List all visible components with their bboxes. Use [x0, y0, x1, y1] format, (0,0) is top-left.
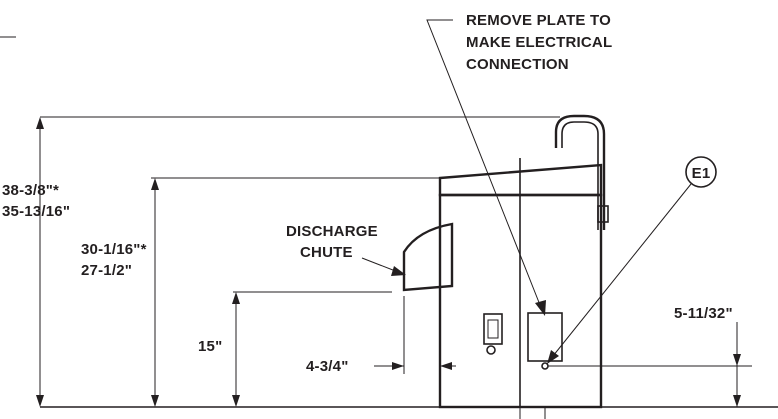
remove-plate-leader — [426, 19, 546, 316]
overall-height-label-line-2: 35-13/16" — [2, 203, 70, 220]
chute-height-arrow-bottom — [232, 395, 240, 407]
e1-circle — [685, 156, 717, 188]
chute-height-dimension — [232, 291, 392, 407]
switch-rocker — [487, 319, 499, 339]
switch-knob — [486, 345, 496, 355]
chute-body — [402, 222, 454, 292]
switch-housing — [483, 313, 503, 345]
spout-valve — [597, 205, 609, 223]
body-height-arrow-top — [151, 178, 159, 190]
electrical-height-label: 5-11/32" — [674, 305, 733, 322]
body-height-label-line-1: 30-1/16"* — [81, 241, 147, 258]
chute-arrowhead — [391, 266, 406, 276]
spout-outer — [554, 114, 606, 230]
discharge-chute-label-line-1: DISCHARGE — [286, 223, 378, 240]
remove-plate-label-line-1: REMOVE PLATE TO — [466, 12, 611, 29]
chute-offset-arrow-left — [392, 362, 404, 370]
machine-body — [438, 158, 603, 419]
remove-plate-leader-line — [426, 19, 541, 306]
e1-label: E1 — [692, 165, 711, 182]
remove-plate-arrowhead — [535, 300, 546, 316]
electrical-height-arrow-bottom — [733, 395, 741, 407]
body-height-label-line-2: 27-1/2" — [81, 262, 132, 279]
electrical-height-dimension — [548, 322, 752, 407]
e1-arrowhead — [547, 350, 559, 364]
chute-offset-label: 4-3/4" — [306, 358, 349, 375]
discharge-chute-leader — [361, 257, 406, 276]
remove-plate-label-line-2: MAKE ELECTRICAL — [466, 34, 612, 51]
chute-leader-line — [361, 257, 399, 273]
discharge-chute-label-line-2: CHUTE — [300, 244, 353, 261]
remove-plate-label-line-3: CONNECTION — [466, 56, 569, 73]
e1-callout — [547, 156, 717, 364]
overall-height-dimension — [36, 116, 560, 407]
toggle-switch — [483, 313, 503, 355]
body-height-arrow-bottom — [151, 395, 159, 407]
top-cover — [438, 163, 603, 197]
discharge-chute — [402, 222, 454, 292]
overall-height-arrow-bottom — [36, 395, 44, 407]
chute-height-label: 15" — [198, 338, 222, 355]
chute-offset-arrow-right — [440, 362, 452, 370]
plate-outline — [527, 312, 563, 362]
e1-leader-line — [552, 183, 692, 357]
overall-height-arrow-top — [36, 117, 44, 129]
electrical-height-arrow-top — [733, 354, 741, 366]
spout-inner — [561, 121, 599, 230]
body-height-dimension — [151, 177, 440, 407]
chute-height-arrow-top — [232, 292, 240, 304]
overall-height-label-line-1: 38-3/8"* — [2, 182, 59, 199]
electrical-plate — [527, 312, 563, 370]
gooseneck-spout — [554, 114, 609, 230]
chute-offset-dimension — [374, 296, 456, 374]
